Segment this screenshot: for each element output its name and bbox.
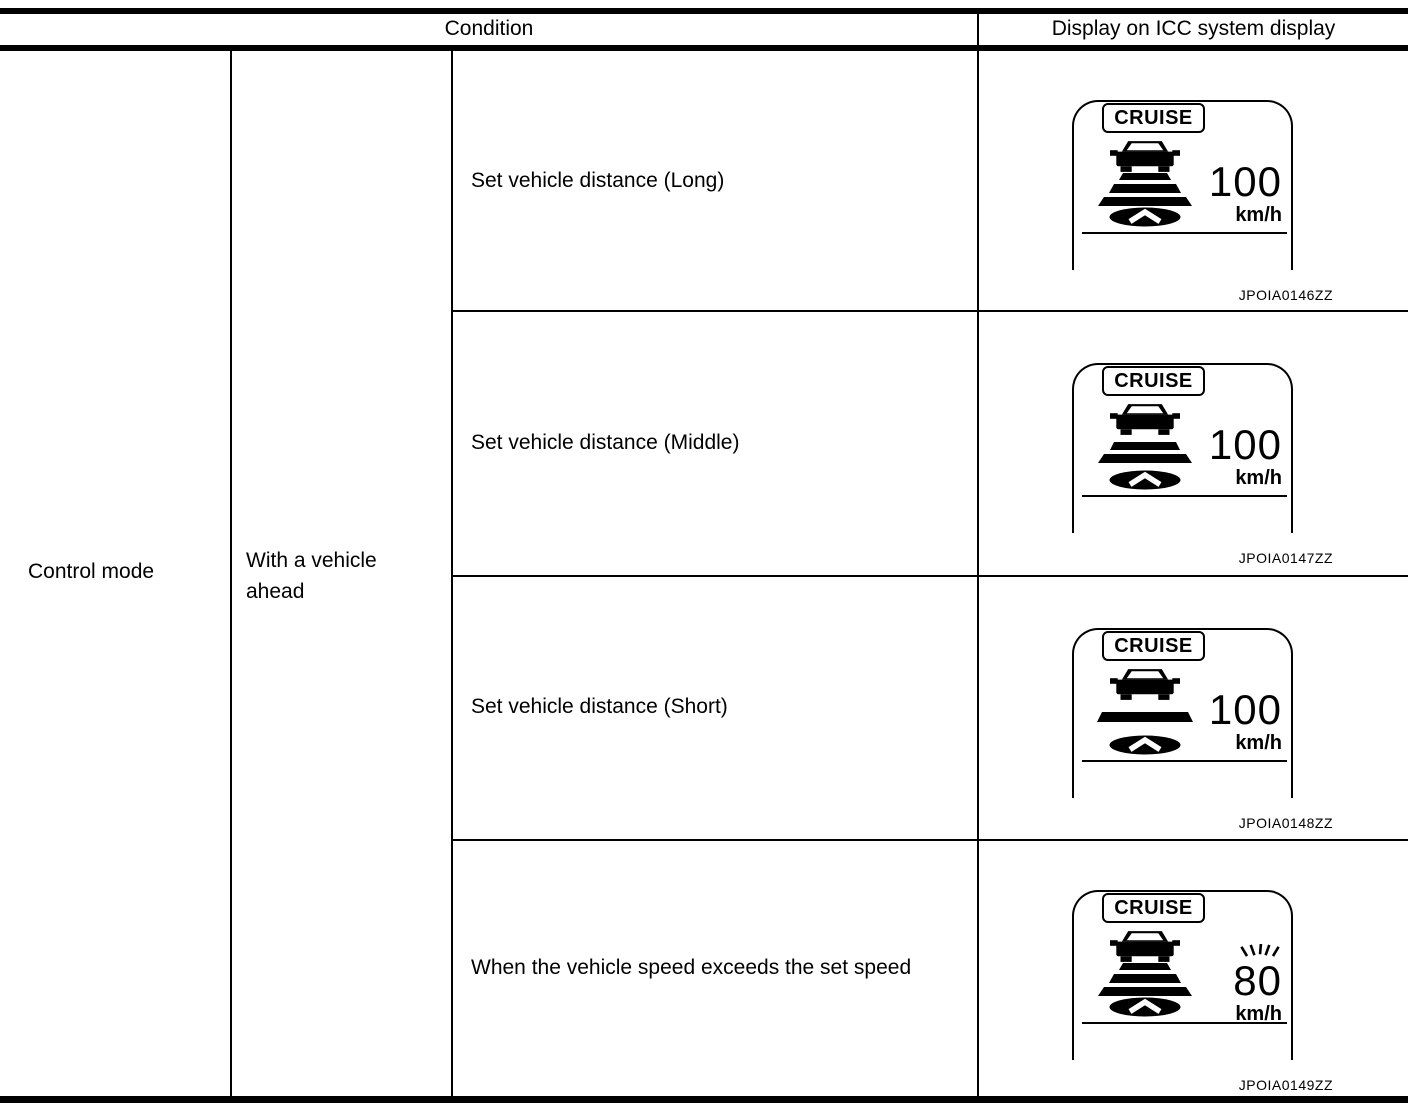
lead-vehicle-icon: [1110, 669, 1180, 700]
speed-value: 80: [1233, 957, 1282, 1004]
display-divider-line: [1082, 495, 1287, 497]
display-divider-line: [1082, 1022, 1287, 1024]
table-top-border: [0, 8, 1408, 14]
set-speed: 100 km/h: [1208, 421, 1282, 489]
control-mode-cell: Control mode: [28, 560, 155, 583]
table-header-display: Display on ICC system display: [979, 12, 1408, 45]
display-header-label: Display on ICC system display: [1051, 16, 1336, 40]
vehicle-distance-icon: [1092, 141, 1198, 227]
cruise-label: CRUISE: [1114, 106, 1193, 129]
flashing-rays-icon: [1240, 944, 1280, 957]
condition-text: Set vehicle distance (Middle): [471, 430, 740, 454]
set-speed: 100 km/h: [1208, 158, 1282, 226]
vehicle-distance-icon: [1092, 404, 1198, 490]
speed-unit: km/h: [1235, 467, 1282, 489]
figure-code: JPOIA0146ZZ: [1238, 287, 1333, 303]
condition-header-label: Condition: [444, 16, 534, 40]
table-bottom-border: [0, 1096, 1408, 1103]
cruise-indicator: CRUISE: [1102, 103, 1205, 133]
cruise-label: CRUISE: [1114, 369, 1193, 392]
column-divider-3: [977, 14, 979, 1096]
lead-vehicle-icon: [1110, 931, 1180, 962]
figure-code: JPOIA0148ZZ: [1238, 815, 1333, 831]
vehicle-distance-icon: [1092, 931, 1198, 1017]
row-divider-1: [451, 310, 1408, 312]
condition-cell-middle: Set vehicle distance (Middle): [471, 310, 971, 575]
row-divider-3: [451, 839, 1408, 841]
own-vehicle-icon: [1109, 735, 1181, 755]
column-divider-2: [451, 51, 453, 1096]
meter-frame: CRUISE 100 km/: [1072, 628, 1293, 798]
condition-text: Set vehicle distance (Long): [471, 168, 725, 192]
own-vehicle-icon: [1109, 470, 1181, 490]
distance-bars-icon: [1098, 172, 1192, 206]
icc-display-long: CRUISE: [1072, 100, 1334, 303]
speed-value: 100: [1208, 421, 1282, 468]
distance-bars-icon: [1097, 712, 1193, 722]
lead-vehicle-icon: [1110, 404, 1180, 435]
speed-value: 100: [1208, 686, 1282, 733]
condition-text: When the vehicle speed exceeds the set s…: [471, 955, 912, 979]
cruise-indicator: CRUISE: [1102, 631, 1205, 661]
condition-cell-exceed-speed: When the vehicle speed exceeds the set s…: [471, 839, 971, 1096]
icc-display-short: CRUISE 100 km/: [1072, 628, 1334, 831]
condition-cell-long: Set vehicle distance (Long): [471, 51, 971, 310]
display-divider-line: [1082, 232, 1287, 234]
set-speed: 100 km/h: [1208, 686, 1282, 754]
cruise-indicator: CRUISE: [1102, 893, 1205, 923]
vehicle-ahead-cell: With a vehicle ahead: [246, 549, 377, 603]
own-vehicle-icon: [1109, 207, 1181, 227]
table-header-condition: Condition: [0, 12, 978, 45]
own-vehicle-icon: [1109, 997, 1181, 1017]
vehicle-distance-icon: [1092, 669, 1198, 755]
figure-code: JPOIA0147ZZ: [1238, 550, 1333, 566]
speed-value: 100: [1208, 158, 1282, 205]
meter-frame: CRUISE: [1072, 100, 1293, 270]
icc-display-exceed-speed: CRUISE: [1072, 890, 1334, 1093]
column-divider-1: [230, 51, 232, 1096]
cruise-indicator: CRUISE: [1102, 366, 1205, 396]
icc-display-middle: CRUISE 100: [1072, 363, 1334, 566]
condition-text: Set vehicle distance (Short): [471, 695, 728, 718]
distance-bars-icon: [1098, 441, 1192, 463]
speed-unit: km/h: [1235, 732, 1282, 754]
display-divider-line: [1082, 760, 1287, 762]
meter-frame: CRUISE: [1072, 890, 1293, 1060]
cruise-label: CRUISE: [1114, 634, 1193, 657]
distance-bars-icon: [1098, 962, 1192, 996]
speed-unit: km/h: [1235, 204, 1282, 226]
meter-frame: CRUISE 100: [1072, 363, 1293, 533]
lead-vehicle-icon: [1110, 141, 1180, 172]
row-divider-2: [451, 575, 1408, 577]
cruise-label: CRUISE: [1114, 896, 1193, 919]
condition-cell-short: Set vehicle distance (Short): [471, 575, 971, 839]
table-header-border: [0, 45, 1408, 51]
speed-unit: km/h: [1235, 1003, 1282, 1025]
figure-code: JPOIA0149ZZ: [1238, 1077, 1333, 1093]
set-speed: 80 km/h: [1233, 944, 1282, 1024]
